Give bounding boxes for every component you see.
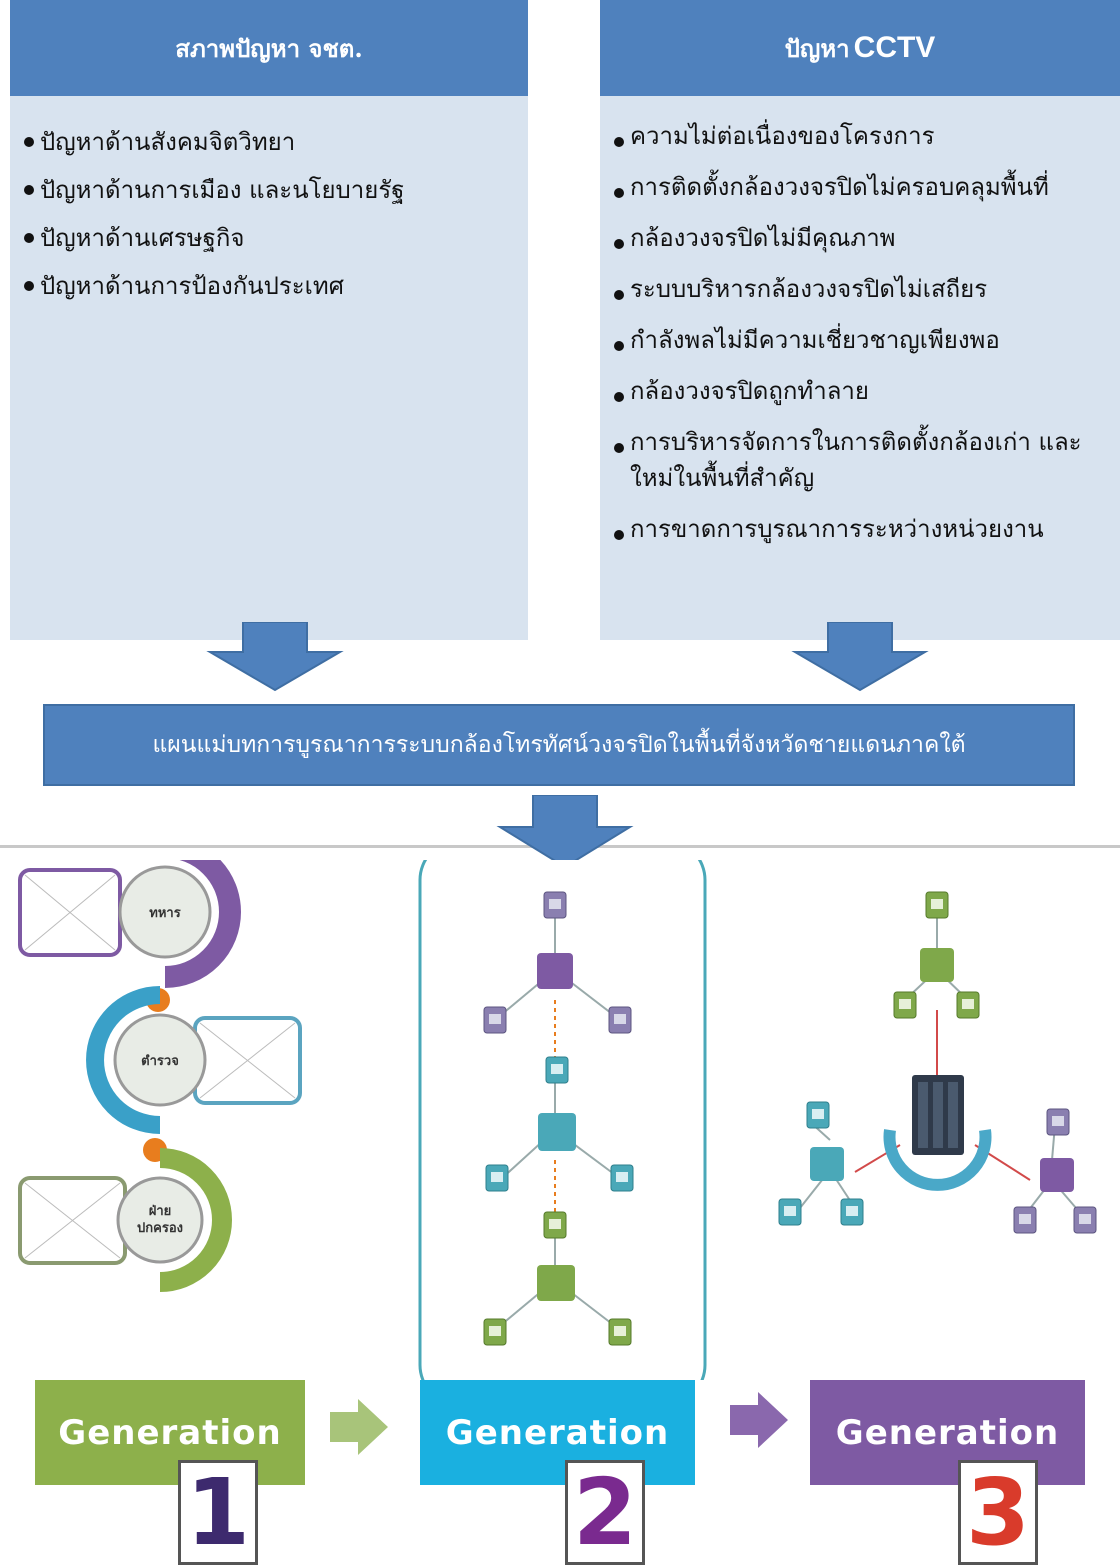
gen1-admin-group: ฝ่าย ปกครอง <box>18 1148 232 1292</box>
down-arrow-icon <box>791 622 929 692</box>
generation-1-box: Generation <box>35 1380 305 1485</box>
generation-3-box: Generation <box>810 1380 1085 1485</box>
list-item: กล้องวงจรปิดไม่มีคุณภาพ <box>614 220 1120 256</box>
gen3-network <box>778 891 1097 1234</box>
list-item: ปัญหาด้านเศรษฐกิจ <box>24 214 528 262</box>
list-item: กำลังพลไม่มีความเชี่ยวชาญเพียงพอ <box>614 322 1120 358</box>
list-item: ปัญหาด้านสังคมจิตวิทยา <box>24 118 528 166</box>
master-plan-banner: แผนแม่บทการบูรณาการระบบกล้องโทรทัศน์วงจร… <box>43 704 1075 786</box>
generation-1-number: 1 <box>178 1459 258 1566</box>
down-arrow-icon <box>206 622 344 692</box>
list-item: การขาดการบูรณาการระหว่างหน่วยงาน <box>614 511 1120 547</box>
arrow-right-icon <box>730 1392 788 1448</box>
right-title-prefix: ปัญหา <box>784 33 850 63</box>
right-panel-list: ความไม่ต่อเนื่องของโครงการ การติดตั้งกล้… <box>600 96 1120 547</box>
generation-3-number: 3 <box>958 1459 1038 1566</box>
gen1-label-admin-1: ฝ่าย <box>149 1204 172 1219</box>
list-item: ความไม่ต่อเนื่องของโครงการ <box>614 118 1120 154</box>
right-panel-title: ปัญหา CCTV <box>600 0 1120 96</box>
left-panel-title: สภาพปัญหา จชต. <box>10 0 528 96</box>
gen1-label-military: ทหาร <box>149 906 180 921</box>
gen1-label-police: ตำรวจ <box>141 1053 179 1069</box>
problem-panel-left: สภาพปัญหา จชต. ปัญหาด้านสังคมจิตวิทยา ปั… <box>10 0 528 640</box>
right-title-suffix: CCTV <box>853 31 936 64</box>
down-arrow-icon <box>496 795 634 869</box>
gen1-label-admin-2: ปกครอง <box>137 1221 183 1236</box>
list-item: ระบบบริหารกล้องวงจรปิดไม่เสถียร <box>614 271 1120 307</box>
problem-panel-right: ปัญหา CCTV ความไม่ต่อเนื่องของโครงการ กา… <box>600 0 1120 640</box>
list-item: กล้องวงจรปิดถูกทำลาย <box>614 373 1120 409</box>
list-item: การติดตั้งกล้องวงจรปิดไม่ครอบคลุมพื้นที่ <box>614 169 1120 205</box>
gen1-police-group: ตำรวจ <box>86 986 302 1134</box>
gen2-network <box>418 860 707 1380</box>
gen1-military-group: ทหาร <box>18 860 241 988</box>
list-item: ปัญหาด้านการป้องกันประเทศ <box>24 262 528 310</box>
list-item: การบริหารจัดการในการติดตั้งกล้องเก่า และ… <box>614 424 1120 496</box>
generation-2-number: 2 <box>565 1459 645 1566</box>
generation-diagram: ทหาร ตำรวจ ฝ่าย ปกครอง <box>18 860 1097 1380</box>
arrow-right-icon <box>330 1399 388 1455</box>
left-panel-list: ปัญหาด้านสังคมจิตวิทยา ปัญหาด้านการเมือง… <box>10 96 528 310</box>
list-item: ปัญหาด้านการเมือง และนโยบายรัฐ <box>24 166 528 214</box>
generation-2-box: Generation <box>420 1380 695 1485</box>
